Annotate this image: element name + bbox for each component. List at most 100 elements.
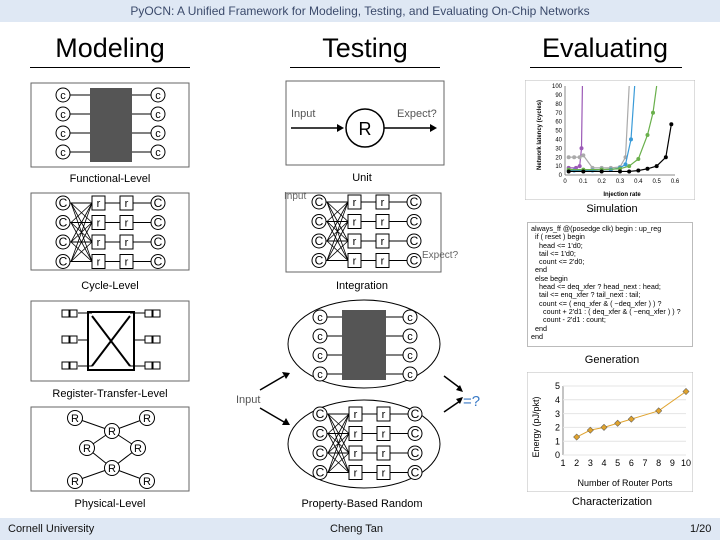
svg-text:C: C	[410, 215, 419, 229]
simulation-xlabel: Injection rate	[603, 192, 641, 198]
cycle-router-a-1: r	[91, 215, 106, 230]
data-point	[623, 162, 628, 167]
x-tick-label: 8	[656, 458, 661, 468]
svg-text:c: c	[317, 350, 323, 362]
svg-text:C: C	[154, 216, 163, 230]
y-tick-label: 0	[559, 173, 563, 179]
terminal-right-2: c	[150, 125, 166, 141]
terminal-left-0: c	[55, 87, 71, 103]
svg-text:r: r	[354, 448, 358, 460]
property-sink-2: C	[407, 445, 423, 461]
integration-caption: Integration	[336, 280, 388, 292]
svg-text:c: c	[317, 312, 323, 324]
unit-test-diagram: Input Expect? R	[285, 80, 445, 166]
integration-router-a-2: r	[347, 233, 362, 249]
property-sink-1: C	[407, 426, 423, 441]
svg-text:r: r	[354, 409, 358, 421]
svg-text:C: C	[315, 215, 324, 229]
y-tick-label: 80	[555, 102, 562, 108]
svg-text:r: r	[382, 467, 386, 479]
svg-text:r: r	[354, 467, 358, 479]
y-tick-label: 2	[555, 423, 560, 433]
equal-check-label: =?	[463, 393, 480, 410]
svg-text:C: C	[315, 254, 324, 268]
data-point	[654, 164, 659, 169]
slide-header: PyOCN: A Unified Framework for Modeling,…	[0, 0, 720, 22]
functional-level-caption: Functional-Level	[69, 173, 151, 185]
svg-text:c: c	[60, 147, 66, 159]
terminal-right-3: c	[150, 144, 166, 160]
y-tick-label: 100	[552, 84, 563, 90]
data-point	[669, 122, 674, 127]
cycle-router-b-3: r	[119, 254, 134, 269]
terminal-right-0: c	[150, 87, 166, 103]
svg-text:c: c	[407, 369, 413, 381]
svg-text:c: c	[317, 369, 323, 381]
integration-router-b-3: r	[375, 253, 390, 268]
integration-source-0: C	[311, 194, 327, 210]
svg-text:r: r	[97, 237, 101, 249]
svg-text:C: C	[59, 216, 68, 230]
x-tick-label: 1	[560, 458, 565, 468]
unit-caption: Unit	[352, 172, 372, 184]
code-line: count - 2'd1 : count;	[531, 315, 606, 325]
data-point	[663, 155, 668, 160]
physical-router-6: R	[67, 473, 83, 489]
y-tick-label: 3	[555, 409, 560, 419]
svg-text:C: C	[59, 255, 68, 269]
y-tick-label: 20	[555, 155, 562, 161]
svg-text:c: c	[407, 331, 413, 343]
svg-text:C: C	[411, 466, 420, 480]
series-line-1	[568, 85, 630, 169]
svg-text:R: R	[71, 413, 79, 425]
characterization-xlabel: Number of Router Ports	[577, 478, 673, 488]
generation-caption: Generation	[584, 354, 640, 366]
property-sink-3: C	[407, 465, 423, 480]
property-router-b-1: r	[376, 426, 391, 441]
svg-text:r: r	[353, 255, 357, 267]
svg-text:C: C	[411, 446, 420, 460]
modeling-underline	[30, 67, 190, 68]
integration-router-b-2: r	[375, 233, 390, 249]
unit-expect-label: Expect?	[397, 108, 437, 120]
cycle-router-a-2: r	[91, 234, 106, 250]
svg-text:C: C	[315, 195, 324, 209]
svg-text:r: r	[125, 256, 129, 268]
svg-text:C: C	[410, 254, 419, 268]
svg-text:r: r	[381, 197, 385, 209]
x-tick-label: 0.3	[616, 179, 625, 185]
cycle-sink-2: C	[150, 234, 166, 250]
svg-text:r: r	[97, 217, 101, 229]
x-tick-label: 9	[670, 458, 675, 468]
svg-text:C: C	[154, 235, 163, 249]
x-tick-label: 5	[615, 458, 620, 468]
footer-institution: Cornell University	[8, 523, 95, 535]
svg-text:R: R	[143, 413, 151, 425]
integration-source-3: C	[311, 253, 327, 268]
integration-sink-1: C	[406, 214, 422, 229]
cycle-source-0: C	[55, 195, 71, 211]
property-router-b-3: r	[376, 465, 391, 480]
code-line: end	[531, 331, 543, 341]
svg-text:r: r	[353, 236, 357, 248]
cycle-sink-3: C	[150, 254, 166, 269]
property-input-label: Input	[236, 394, 260, 406]
data-point	[614, 419, 622, 427]
data-point	[655, 407, 663, 415]
data-point	[599, 169, 604, 174]
svg-text:c: c	[60, 90, 66, 102]
testing-heading: Testing	[322, 33, 408, 63]
svg-text:C: C	[315, 234, 324, 248]
x-tick-label: 10	[681, 458, 691, 468]
integration-expect-label: Expect?	[422, 250, 459, 261]
svg-text:C: C	[154, 255, 163, 269]
svg-text:r: r	[382, 448, 386, 460]
x-tick-label: 2	[574, 458, 579, 468]
svg-text:r: r	[97, 198, 101, 210]
unit-input-label: Input	[291, 108, 315, 120]
x-tick-label: 3	[588, 458, 593, 468]
y-tick-label: 5	[555, 381, 560, 391]
physical-router-3: R	[79, 440, 95, 456]
svg-text:C: C	[410, 234, 419, 248]
